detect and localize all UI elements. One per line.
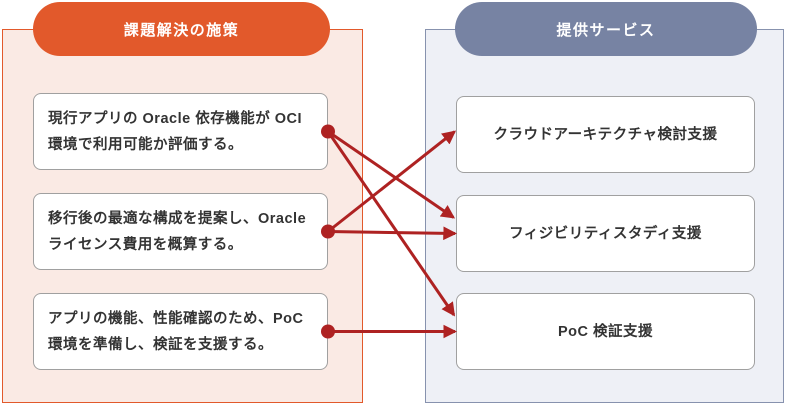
measures-title: 課題解決の施策 xyxy=(123,21,240,39)
measure-box-2-text: 移行後の最適な構成を提案し、Oracle ライセンス費用を概算する。 xyxy=(48,210,307,253)
services-header-pill: 提供サービス xyxy=(455,2,757,56)
service-box-3-text: PoC 検証支援 xyxy=(557,323,654,340)
service-box-1: クラウドアーキテクチャ検討支援 xyxy=(456,96,755,173)
service-box-2: フィジビリティスタディ支援 xyxy=(456,195,755,272)
measure-box-1: 現行アプリの Oracle 依存機能が OCI 環境で利用可能か評価する。 xyxy=(33,93,328,170)
measure-box-3: アプリの機能、性能確認のため、PoC 環境を準備し、検証を支援する。 xyxy=(33,293,328,370)
measures-header-pill: 課題解決の施策 xyxy=(33,2,330,56)
service-box-2-text: フィジビリティスタディ支援 xyxy=(509,225,702,242)
service-box-3: PoC 検証支援 xyxy=(456,293,755,370)
measure-box-3-text: アプリの機能、性能確認のため、PoC 環境を準備し、検証を支援する。 xyxy=(48,310,304,353)
measure-box-2: 移行後の最適な構成を提案し、Oracle ライセンス費用を概算する。 xyxy=(33,193,328,270)
services-title: 提供サービス xyxy=(556,21,656,39)
measure-box-1-text: 現行アプリの Oracle 依存機能が OCI 環境で利用可能か評価する。 xyxy=(48,110,303,153)
service-box-1-text: クラウドアーキテクチャ検討支援 xyxy=(493,126,718,143)
